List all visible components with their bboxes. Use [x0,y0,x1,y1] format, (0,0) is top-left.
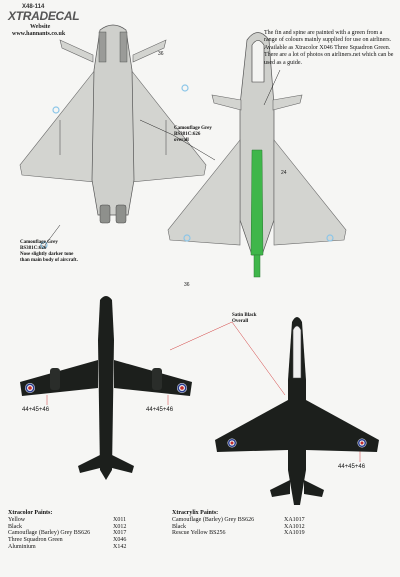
stencil-number-bottom: 36 [184,282,190,288]
xtracrylix-paints: Xtracrylix Paints: Camouflage (Barley) G… [172,510,322,537]
callout-camo-line3: overall [174,138,189,143]
xtracrylix-paint-code: XA1012 [284,523,305,530]
xtracrylix-paint-code: XA1017 [284,516,305,523]
xtracolor-paint-name: Camouflage (Barley) Grey BS626 [8,530,91,537]
typhoon-top-view [19,24,207,249]
xtracolor-paint-row: Yellow X011 [8,517,143,524]
stencil-number-top: 36 [158,51,164,57]
xtracolor-paint-row: Aluminium X142 [8,544,143,551]
xtracolor-paint-name: Black [8,523,22,530]
black-trainer-top-view [215,317,379,505]
callout-satin-black: Satin Black Overall [232,313,257,325]
callout-camo-overall: Camouflage Grey BS381C:626 overall [174,126,212,144]
xtracrylix-paint-code: XA1019 [284,530,305,537]
callout-nose-line3: Nose slightly darker tone [20,252,74,257]
stencil-number-wing: 24 [281,170,287,176]
xtracolor-paint-name: Yellow [8,516,26,523]
serial-left-wing-right: 44+45+46 [146,407,174,413]
xtracrylix-paint-name: Rescue Yellow BS256 [172,530,226,537]
xtracrylix-paint-row: Camouflage (Barley) Grey BS626 XA1017 [172,517,322,524]
xtracolor-paint-row: Three Squadron Green X046 [8,537,143,544]
website-url[interactable]: www.hannants.co.uk [12,31,66,37]
xtracrylix-paint-name: Black [172,523,186,530]
callout-nose-line4: than main body of aircraft. [20,258,78,263]
serial-left-wing-left: 44+45+46 [22,407,50,413]
xtracolor-paint-code: X017 [113,530,127,537]
xtracrylix-title: Xtracrylix Paints: [172,510,219,516]
xtracrylix-paint-name: Camouflage (Barley) Grey BS626 [172,516,255,523]
serial-right-side: 44+45+46 [338,464,366,470]
callout-camo-line1: Camouflage Grey [174,126,212,131]
xtracrylix-paint-row: Black XA1012 [172,524,322,531]
xtracolor-paint-row: Black X012 [8,524,143,531]
callout-satin-line1: Satin Black [232,313,257,318]
black-aircraft-top-view [20,296,192,480]
brand-logo: XTRADECAL [8,9,80,23]
callout-camo-line2: BS381C:626 [174,132,201,137]
website-label: Website [30,24,51,30]
xtracolor-paint-row: Camouflage (Barley) Grey BS626 X017 [8,530,143,537]
xtracolor-paint-name: Three Squadron Green [8,537,63,544]
callout-lines [44,69,361,462]
xtracrylix-paint-row: Rescue Yellow BS256 XA1019 [172,530,322,537]
xtracolor-paint-code: X011 [113,516,127,523]
xtracolor-paint-code: X012 [113,523,127,530]
callout-nose-line1: Camouflage Grey [20,240,58,245]
xtracolor-paint-code: X142 [113,543,127,550]
xtracolor-paint-code: X046 [113,537,127,544]
xtracolor-paint-name: Aluminium [8,543,36,550]
typhoon-spine-view [167,32,347,278]
sheet-code: X48-114 [22,4,45,10]
paint-note: The fin and spine are painted with a gre… [264,30,394,66]
xtracolor-title: Xtracolor Paints: [8,510,53,516]
callout-nose-line2: BS381C:626 [20,246,47,251]
callout-camo-nose: Camouflage Grey BS381C:626 Nose slightly… [20,240,78,264]
callout-satin-line2: Overall [232,319,249,324]
